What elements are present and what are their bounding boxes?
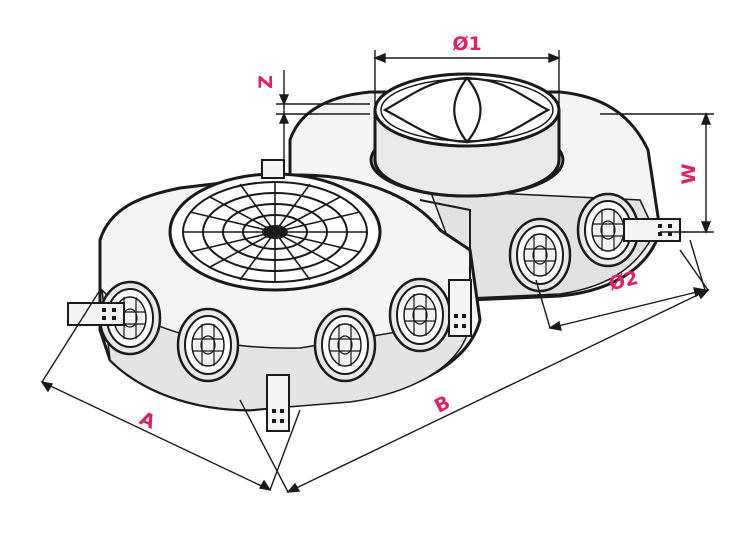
top-grille [168, 172, 382, 292]
dimension-lines [40, 50, 714, 493]
port-front-3 [388, 277, 452, 353]
tab-front-right [448, 279, 472, 337]
port-front-1 [176, 307, 240, 383]
port-right-front [508, 217, 572, 293]
top-collar-grille [382, 76, 551, 144]
top-collar-rim [373, 72, 561, 148]
tab-right [623, 218, 681, 242]
tab-front-center [266, 374, 290, 432]
tab-left [67, 302, 125, 326]
plenum-body [98, 72, 662, 412]
label-z: Z [255, 75, 277, 89]
label-w: W [678, 163, 700, 184]
label-a: A [136, 407, 159, 433]
label-diameter-1: Ø1 [452, 33, 481, 55]
dimension-labels: Ø1 Z W Ø2 A B [136, 33, 700, 434]
tab-top [261, 159, 285, 179]
port-front-2 [313, 307, 377, 383]
